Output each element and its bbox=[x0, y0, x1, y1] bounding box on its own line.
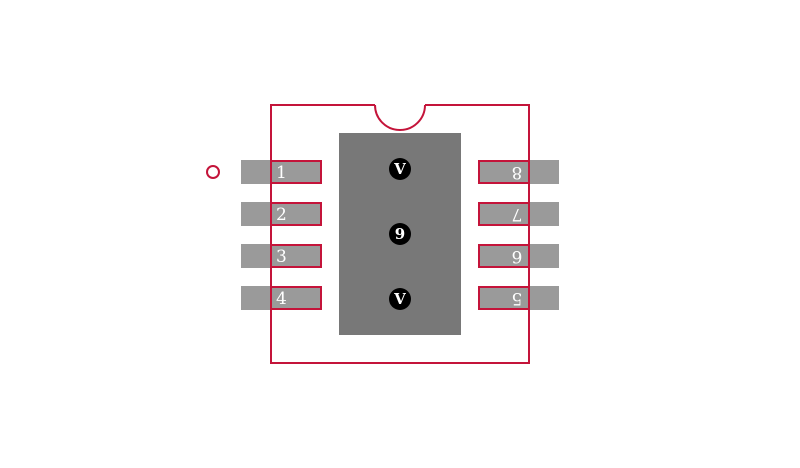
pin-number-6: 6 bbox=[512, 246, 523, 266]
package-outline bbox=[270, 104, 530, 364]
pad-8: 8 bbox=[478, 160, 559, 184]
pin-number-7: 7 bbox=[512, 204, 523, 224]
pad-6: 6 bbox=[478, 244, 559, 268]
pin-number-5: 5 bbox=[512, 288, 523, 308]
pad-2: 2 bbox=[241, 202, 322, 226]
pad-7-copper bbox=[479, 202, 559, 226]
pad-1-copper bbox=[241, 160, 321, 184]
pad-3: 3 bbox=[241, 244, 322, 268]
pin-number-2: 2 bbox=[276, 205, 287, 225]
pad-4: 4 bbox=[241, 286, 322, 310]
via-label: V bbox=[393, 290, 406, 308]
pad-4-copper bbox=[241, 286, 321, 310]
thermal-via: V bbox=[389, 288, 411, 310]
pin1-notch bbox=[374, 104, 426, 131]
via-hole bbox=[389, 158, 411, 180]
thermal-via: 9 bbox=[389, 223, 411, 245]
via-label: 9 bbox=[395, 225, 405, 243]
pin-number-4: 4 bbox=[276, 289, 287, 309]
via-label: V bbox=[393, 160, 406, 178]
via-hole bbox=[389, 288, 411, 310]
pad-3-copper bbox=[241, 244, 321, 268]
pad-8-copper bbox=[479, 160, 559, 184]
pad-5: 5 bbox=[478, 286, 559, 310]
pin-number-1: 1 bbox=[276, 163, 287, 183]
pad-5-copper bbox=[479, 286, 559, 310]
pin-number-8: 8 bbox=[512, 162, 523, 182]
pad-1: 1 bbox=[241, 160, 322, 184]
pad-7: 7 bbox=[478, 202, 559, 226]
pin-number-3: 3 bbox=[276, 247, 287, 267]
pad-6-copper bbox=[479, 244, 559, 268]
thermal-via: V bbox=[389, 158, 411, 180]
pin1-marker bbox=[206, 165, 220, 179]
via-hole bbox=[389, 223, 411, 245]
pad-2-copper bbox=[241, 202, 321, 226]
